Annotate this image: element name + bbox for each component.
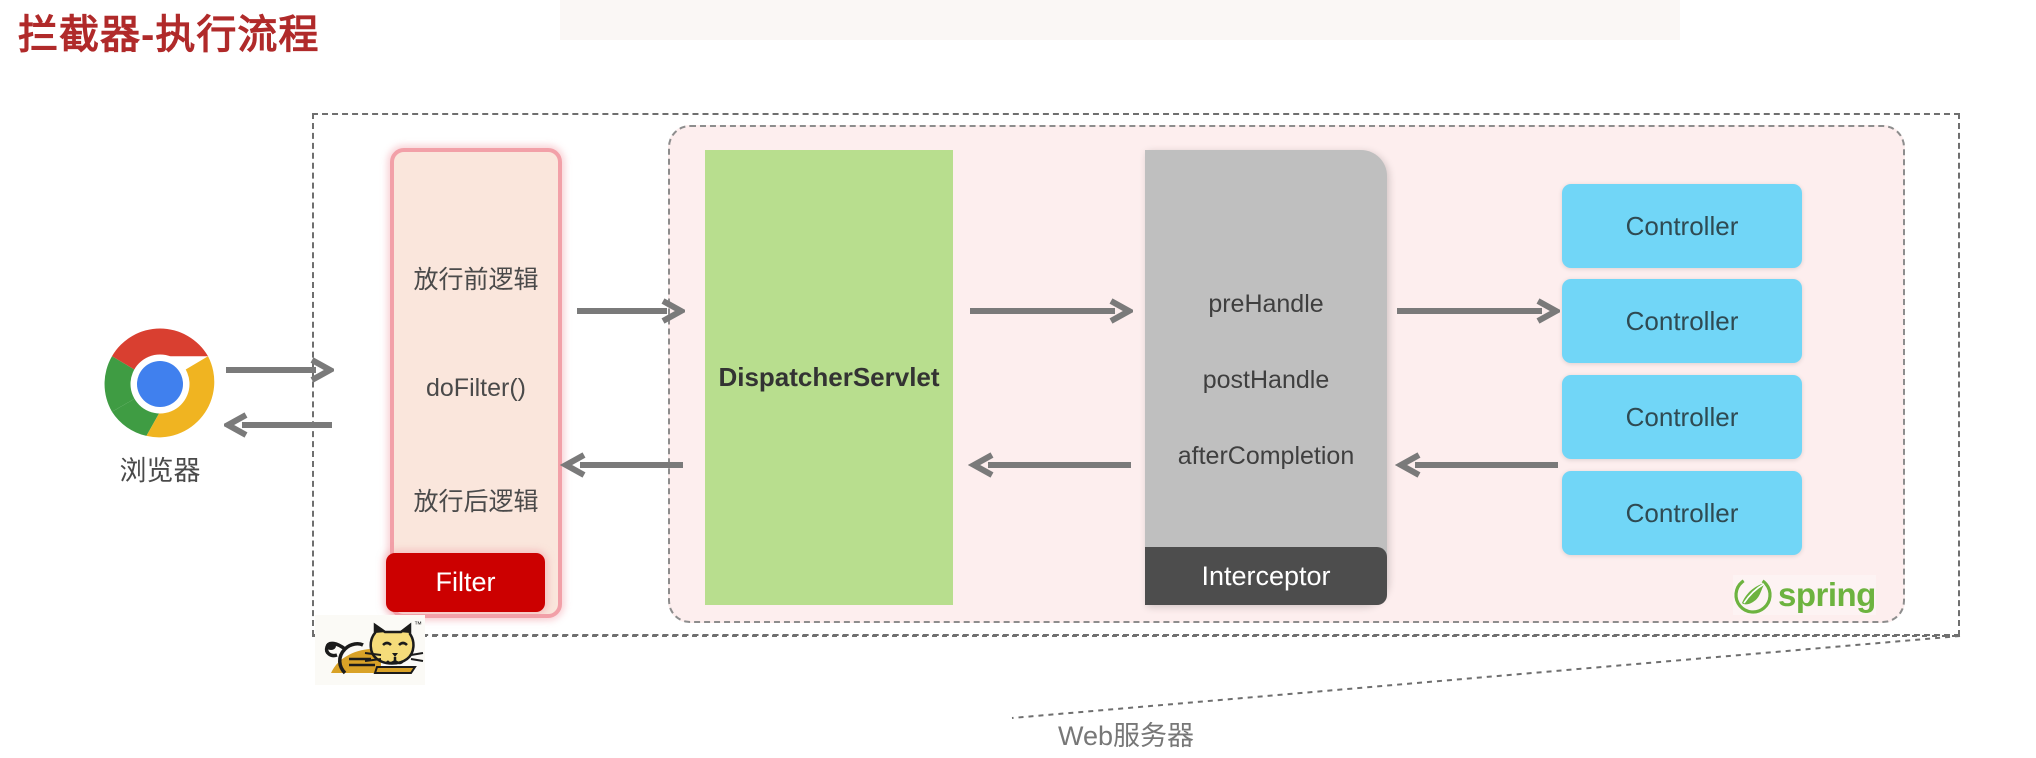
interceptor-step-aftercompletion: afterCompletion [1177, 442, 1355, 470]
interceptor-step-prehandle: preHandle [1208, 290, 1324, 318]
tomcat-cat-icon: ™ [315, 615, 425, 685]
controller-box: Controller [1562, 471, 1802, 555]
filter-step-dofilter: doFilter() [425, 374, 526, 402]
spring-logo: spring [1733, 575, 1876, 615]
filter-step-pre: 放行前逻辑 [413, 266, 539, 294]
title-background-band [560, 0, 1680, 40]
controller-box: Controller [1562, 279, 1802, 363]
arrow-interceptor-to-controller [1397, 298, 1560, 324]
browser-label: 浏览器 [119, 456, 201, 486]
web-server-label: Web服务器 [1058, 721, 1195, 751]
spring-leaf-icon [1734, 576, 1772, 614]
interceptor-label-badge: Interceptor [1145, 547, 1387, 605]
page-title: 拦截器-执行流程 [18, 13, 320, 57]
arrow-dispatcher-to-filter [560, 452, 683, 478]
arrow-interceptor-to-dispatcher [968, 452, 1131, 478]
arrow-dispatcher-to-interceptor [970, 298, 1133, 324]
spring-wordmark: spring [1778, 576, 1876, 613]
filter-box: 放行前逻辑 doFilter() 放行后逻辑 [390, 148, 562, 618]
svg-text:™: ™ [414, 620, 422, 629]
filter-label-badge: Filter [386, 553, 545, 612]
interceptor-box: preHandle postHandle afterCompletion [1145, 150, 1387, 605]
arrow-filter-to-browser [224, 412, 332, 438]
controller-box: Controller [1562, 375, 1802, 459]
interceptor-step-posthandle: postHandle [1202, 366, 1330, 394]
dispatcher-servlet-label: DispatcherServlet [718, 362, 940, 392]
controller-box: Controller [1562, 184, 1802, 268]
arrow-browser-to-filter [226, 357, 334, 383]
arrow-controller-to-interceptor [1395, 452, 1558, 478]
chrome-browser-icon [104, 328, 215, 438]
browser-group: 浏览器 [70, 325, 250, 488]
arrow-filter-to-dispatcher [577, 298, 685, 324]
dispatcher-servlet-box: DispatcherServlet [705, 150, 953, 605]
filter-step-post: 放行后逻辑 [413, 488, 539, 516]
